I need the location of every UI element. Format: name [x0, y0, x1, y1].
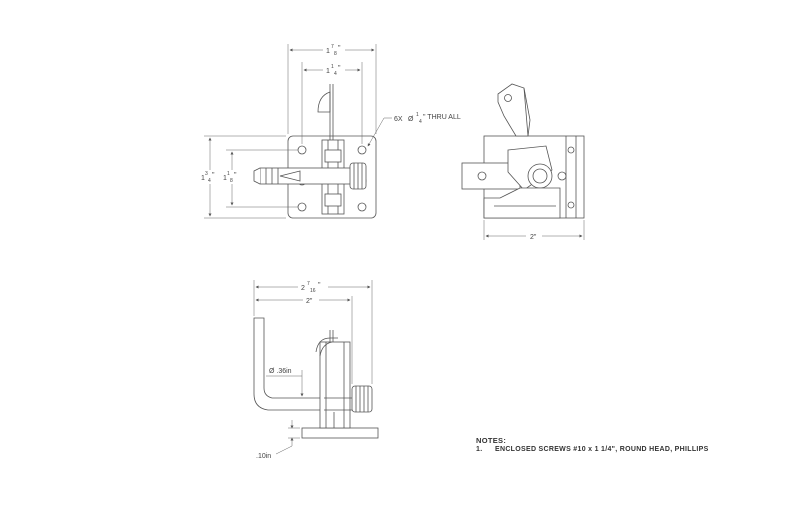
dim-side-width: 2" [526, 231, 542, 241]
svg-text:2": 2" [306, 298, 313, 305]
svg-text:1: 1 [227, 171, 230, 177]
dim-top-hole-spacing: 1 1 4 " [323, 64, 345, 77]
svg-text:1: 1 [201, 175, 205, 182]
note-number: 1. [476, 446, 483, 453]
svg-text:8: 8 [334, 51, 337, 57]
svg-text:4: 4 [419, 119, 422, 125]
svg-text:2": 2" [530, 234, 537, 241]
svg-text:3: 3 [205, 171, 208, 177]
side-view-bolt [461, 162, 521, 190]
notes-title: NOTES: [476, 436, 507, 445]
svg-text:": " [318, 282, 321, 289]
svg-text:4: 4 [334, 71, 337, 77]
side-view [461, 83, 585, 219]
svg-text:1: 1 [416, 112, 419, 118]
svg-text:16: 16 [310, 288, 316, 294]
front-view-bracket [319, 341, 351, 429]
svg-text:7: 7 [307, 281, 310, 287]
svg-text:Ø: Ø [408, 116, 414, 123]
side-view-latch-arm [497, 83, 531, 137]
svg-text:7: 7 [331, 44, 334, 50]
svg-text:1: 1 [223, 175, 227, 182]
top-view [253, 84, 377, 219]
front-view-handle [253, 317, 325, 411]
note-item: 1. ENCLOSED SCREWS #10 x 1 1/4", ROUND HE… [476, 446, 709, 453]
note-text: ENCLOSED SCREWS #10 x 1 1/4", ROUND HEAD… [495, 446, 709, 453]
svg-text:1: 1 [331, 64, 334, 70]
front-view-knob [351, 385, 373, 413]
svg-text:": " [338, 45, 341, 52]
dim-front-thickness: .10in [256, 453, 271, 460]
dim-front-diameter: Ø .36in [269, 368, 292, 375]
svg-text:8: 8 [230, 178, 233, 184]
svg-text:": " [338, 65, 341, 72]
svg-text:": " [234, 172, 237, 179]
dim-top-inner-height: 1 1 8 " [222, 170, 242, 184]
side-view-pivot [527, 163, 553, 189]
svg-text:" THRU ALL: " THRU ALL [423, 114, 461, 121]
dim-front-overall-width: 2 7 16 " [298, 280, 328, 294]
top-view-cap [317, 91, 331, 113]
svg-text:Ø .36in: Ø .36in [269, 368, 292, 375]
dim-top-overall-height: 1 3 4 " [200, 170, 220, 184]
mount-hole [357, 145, 367, 155]
hole-callout: 6X Ø 1 4 " THRU ALL [394, 112, 461, 125]
svg-text:2: 2 [301, 285, 305, 292]
dim-front-width: 2" [303, 295, 319, 305]
front-view [253, 317, 379, 439]
svg-text:4: 4 [208, 178, 211, 184]
dim-top-overall-width: 1 7 8 " [323, 44, 345, 57]
svg-text:.10in: .10in [256, 453, 271, 460]
svg-text:": " [212, 172, 215, 179]
svg-text:6X: 6X [394, 116, 403, 123]
mount-hole [357, 202, 367, 212]
top-view-bolt [259, 167, 353, 185]
svg-text:1: 1 [326, 68, 330, 75]
front-view-base [301, 427, 379, 439]
dim-whole: 1 [326, 48, 330, 55]
